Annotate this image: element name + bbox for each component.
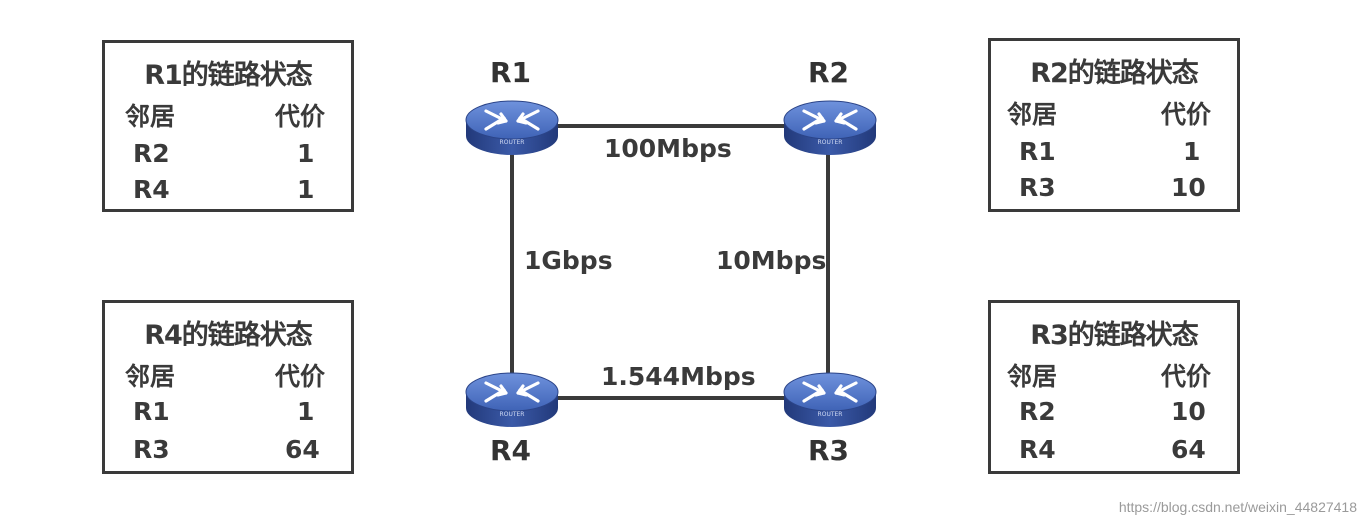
router-label-r1: R1 (490, 56, 532, 89)
col-header-neighbor: 邻居 (125, 102, 176, 131)
table-row-cost: 1 (297, 175, 315, 204)
router-tag: ROUTER (818, 139, 843, 146)
table-row-neighbor: R1 (1019, 137, 1056, 166)
router-r4-icon: ROUTER (465, 372, 559, 427)
col-header-cost: 代价 (275, 362, 326, 391)
col-header-neighbor: 邻居 (1007, 100, 1058, 129)
router-r3-icon: ROUTER (783, 372, 877, 427)
col-header-cost: 代价 (1161, 362, 1212, 391)
link-state-table-r4: R4的链路状态 邻居 代价 R1 1 R3 64 (102, 300, 354, 474)
table-row-cost: 64 (285, 435, 320, 464)
link-state-table-r1: R1的链路状态 邻居 代价 R2 1 R4 1 (102, 40, 354, 212)
router-arrows-icon (802, 381, 858, 403)
watermark: https://blog.csdn.net/weixin_44827418 (1118, 499, 1357, 515)
table-title: R4的链路状态 (144, 320, 313, 351)
table-row-neighbor: R3 (133, 435, 170, 464)
router-r1-icon: ROUTER (465, 100, 559, 155)
link-state-table-r2: R2的链路状态 邻居 代价 R1 1 R3 10 (988, 38, 1240, 212)
col-header-neighbor: 邻居 (1007, 362, 1058, 391)
link-label-r4-r3: 1.544Mbps (601, 362, 756, 391)
router-label-r2: R2 (808, 56, 850, 89)
table-row-neighbor: R2 (133, 139, 170, 168)
router-tag: ROUTER (500, 139, 525, 146)
router-top (783, 100, 877, 140)
router-top (465, 372, 559, 412)
table-row-neighbor: R1 (133, 397, 170, 426)
table-row-neighbor: R3 (1019, 173, 1056, 202)
table-row-cost: 1 (297, 139, 315, 168)
router-top (783, 372, 877, 412)
table-row-cost: 1 (297, 397, 315, 426)
router-tag: ROUTER (818, 411, 843, 418)
link-label-r2-r3: 10Mbps (716, 246, 827, 275)
router-r2-icon: ROUTER (783, 100, 877, 155)
router-label-r3: R3 (808, 434, 850, 467)
col-header-cost: 代价 (275, 102, 326, 131)
link-label-r1-r2: 100Mbps (604, 134, 732, 163)
table-title: R3的链路状态 (1030, 320, 1199, 351)
router-label-r4: R4 (490, 434, 532, 467)
router-arrows-icon (802, 109, 858, 131)
table-title: R2的链路状态 (1030, 58, 1199, 89)
table-row-cost: 10 (1171, 173, 1206, 202)
router-arrows-icon (484, 109, 540, 131)
table-row-cost: 64 (1171, 435, 1206, 464)
router-arrows-icon (484, 381, 540, 403)
table-row-cost: 1 (1183, 137, 1201, 166)
link-label-r1-r4: 1Gbps (524, 246, 613, 275)
col-header-cost: 代价 (1161, 100, 1212, 129)
table-title: R1的链路状态 (144, 60, 313, 91)
router-top (465, 100, 559, 140)
table-row-neighbor: R4 (133, 175, 170, 204)
table-row-neighbor: R2 (1019, 397, 1056, 426)
table-row-neighbor: R4 (1019, 435, 1056, 464)
link-state-table-r3: R3的链路状态 邻居 代价 R2 10 R4 64 (988, 300, 1240, 474)
table-row-cost: 10 (1171, 397, 1206, 426)
router-tag: ROUTER (500, 411, 525, 418)
col-header-neighbor: 邻居 (125, 362, 176, 391)
